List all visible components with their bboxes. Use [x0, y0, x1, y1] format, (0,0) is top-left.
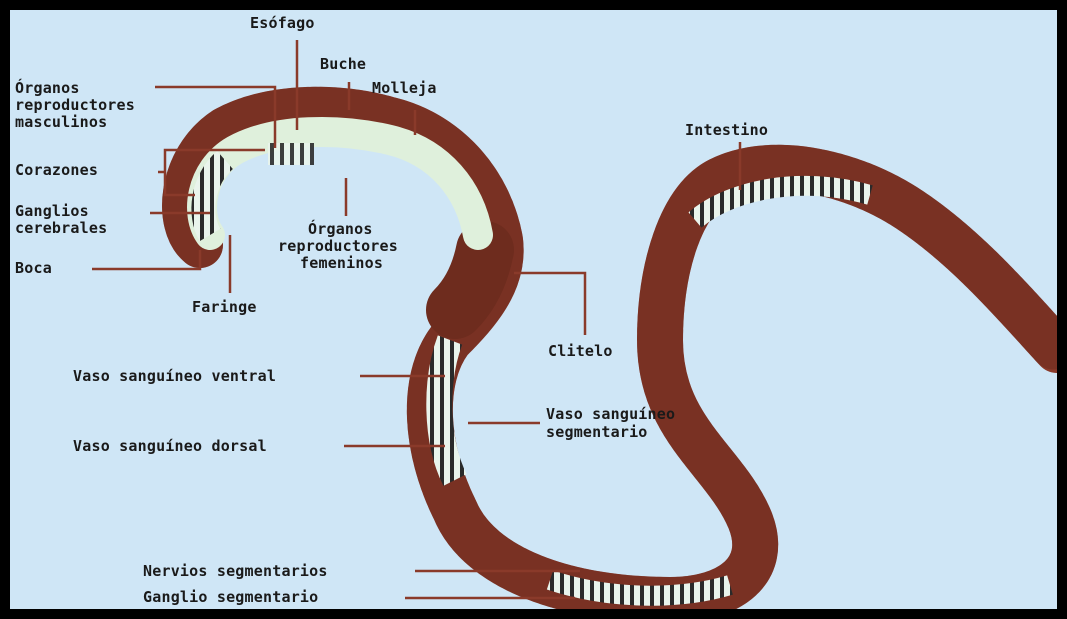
label-nervios-segmentarios: Nervios segmentarios [143, 563, 328, 580]
label-organos-masculinos-2: reproductores [15, 97, 135, 114]
label-boca: Boca [15, 260, 52, 277]
earthworm-illustration [10, 10, 1057, 609]
label-organos-femeninos-3: femeninos [300, 255, 383, 272]
label-buche: Buche [320, 56, 366, 73]
clitellum [455, 250, 485, 310]
label-ganglios-1: Ganglios [15, 203, 89, 220]
label-molleja: Molleja [372, 80, 437, 97]
diagram-panel: Esófago Buche Molleja Órganos reproducto… [10, 10, 1057, 609]
worm-body-shading [185, 110, 1057, 600]
label-organos-femeninos-2: reproductores [278, 238, 398, 255]
label-clitelo: Clitelo [548, 343, 613, 360]
label-organos-masculinos-1: Órganos [15, 80, 80, 97]
label-faringe: Faringe [192, 299, 257, 316]
label-organos-masculinos-3: masculinos [15, 114, 107, 131]
label-vaso-segmentario-1: Vaso sanguíneo [546, 406, 675, 423]
label-vaso-ventral: Vaso sanguíneo ventral [73, 368, 276, 385]
label-vaso-segmentario-2: segmentario [546, 424, 648, 441]
label-esofago: Esófago [250, 15, 315, 32]
label-organos-femeninos-1: Órganos [308, 221, 373, 238]
label-vaso-dorsal: Vaso sanguíneo dorsal [73, 438, 267, 455]
worm-body [185, 110, 1057, 600]
label-ganglio-segmentario: Ganglio segmentario [143, 589, 318, 606]
head-segments [203, 160, 225, 235]
label-intestino: Intestino [685, 122, 768, 139]
label-corazones: Corazones [15, 162, 98, 179]
label-ganglios-2: cerebrales [15, 220, 107, 237]
